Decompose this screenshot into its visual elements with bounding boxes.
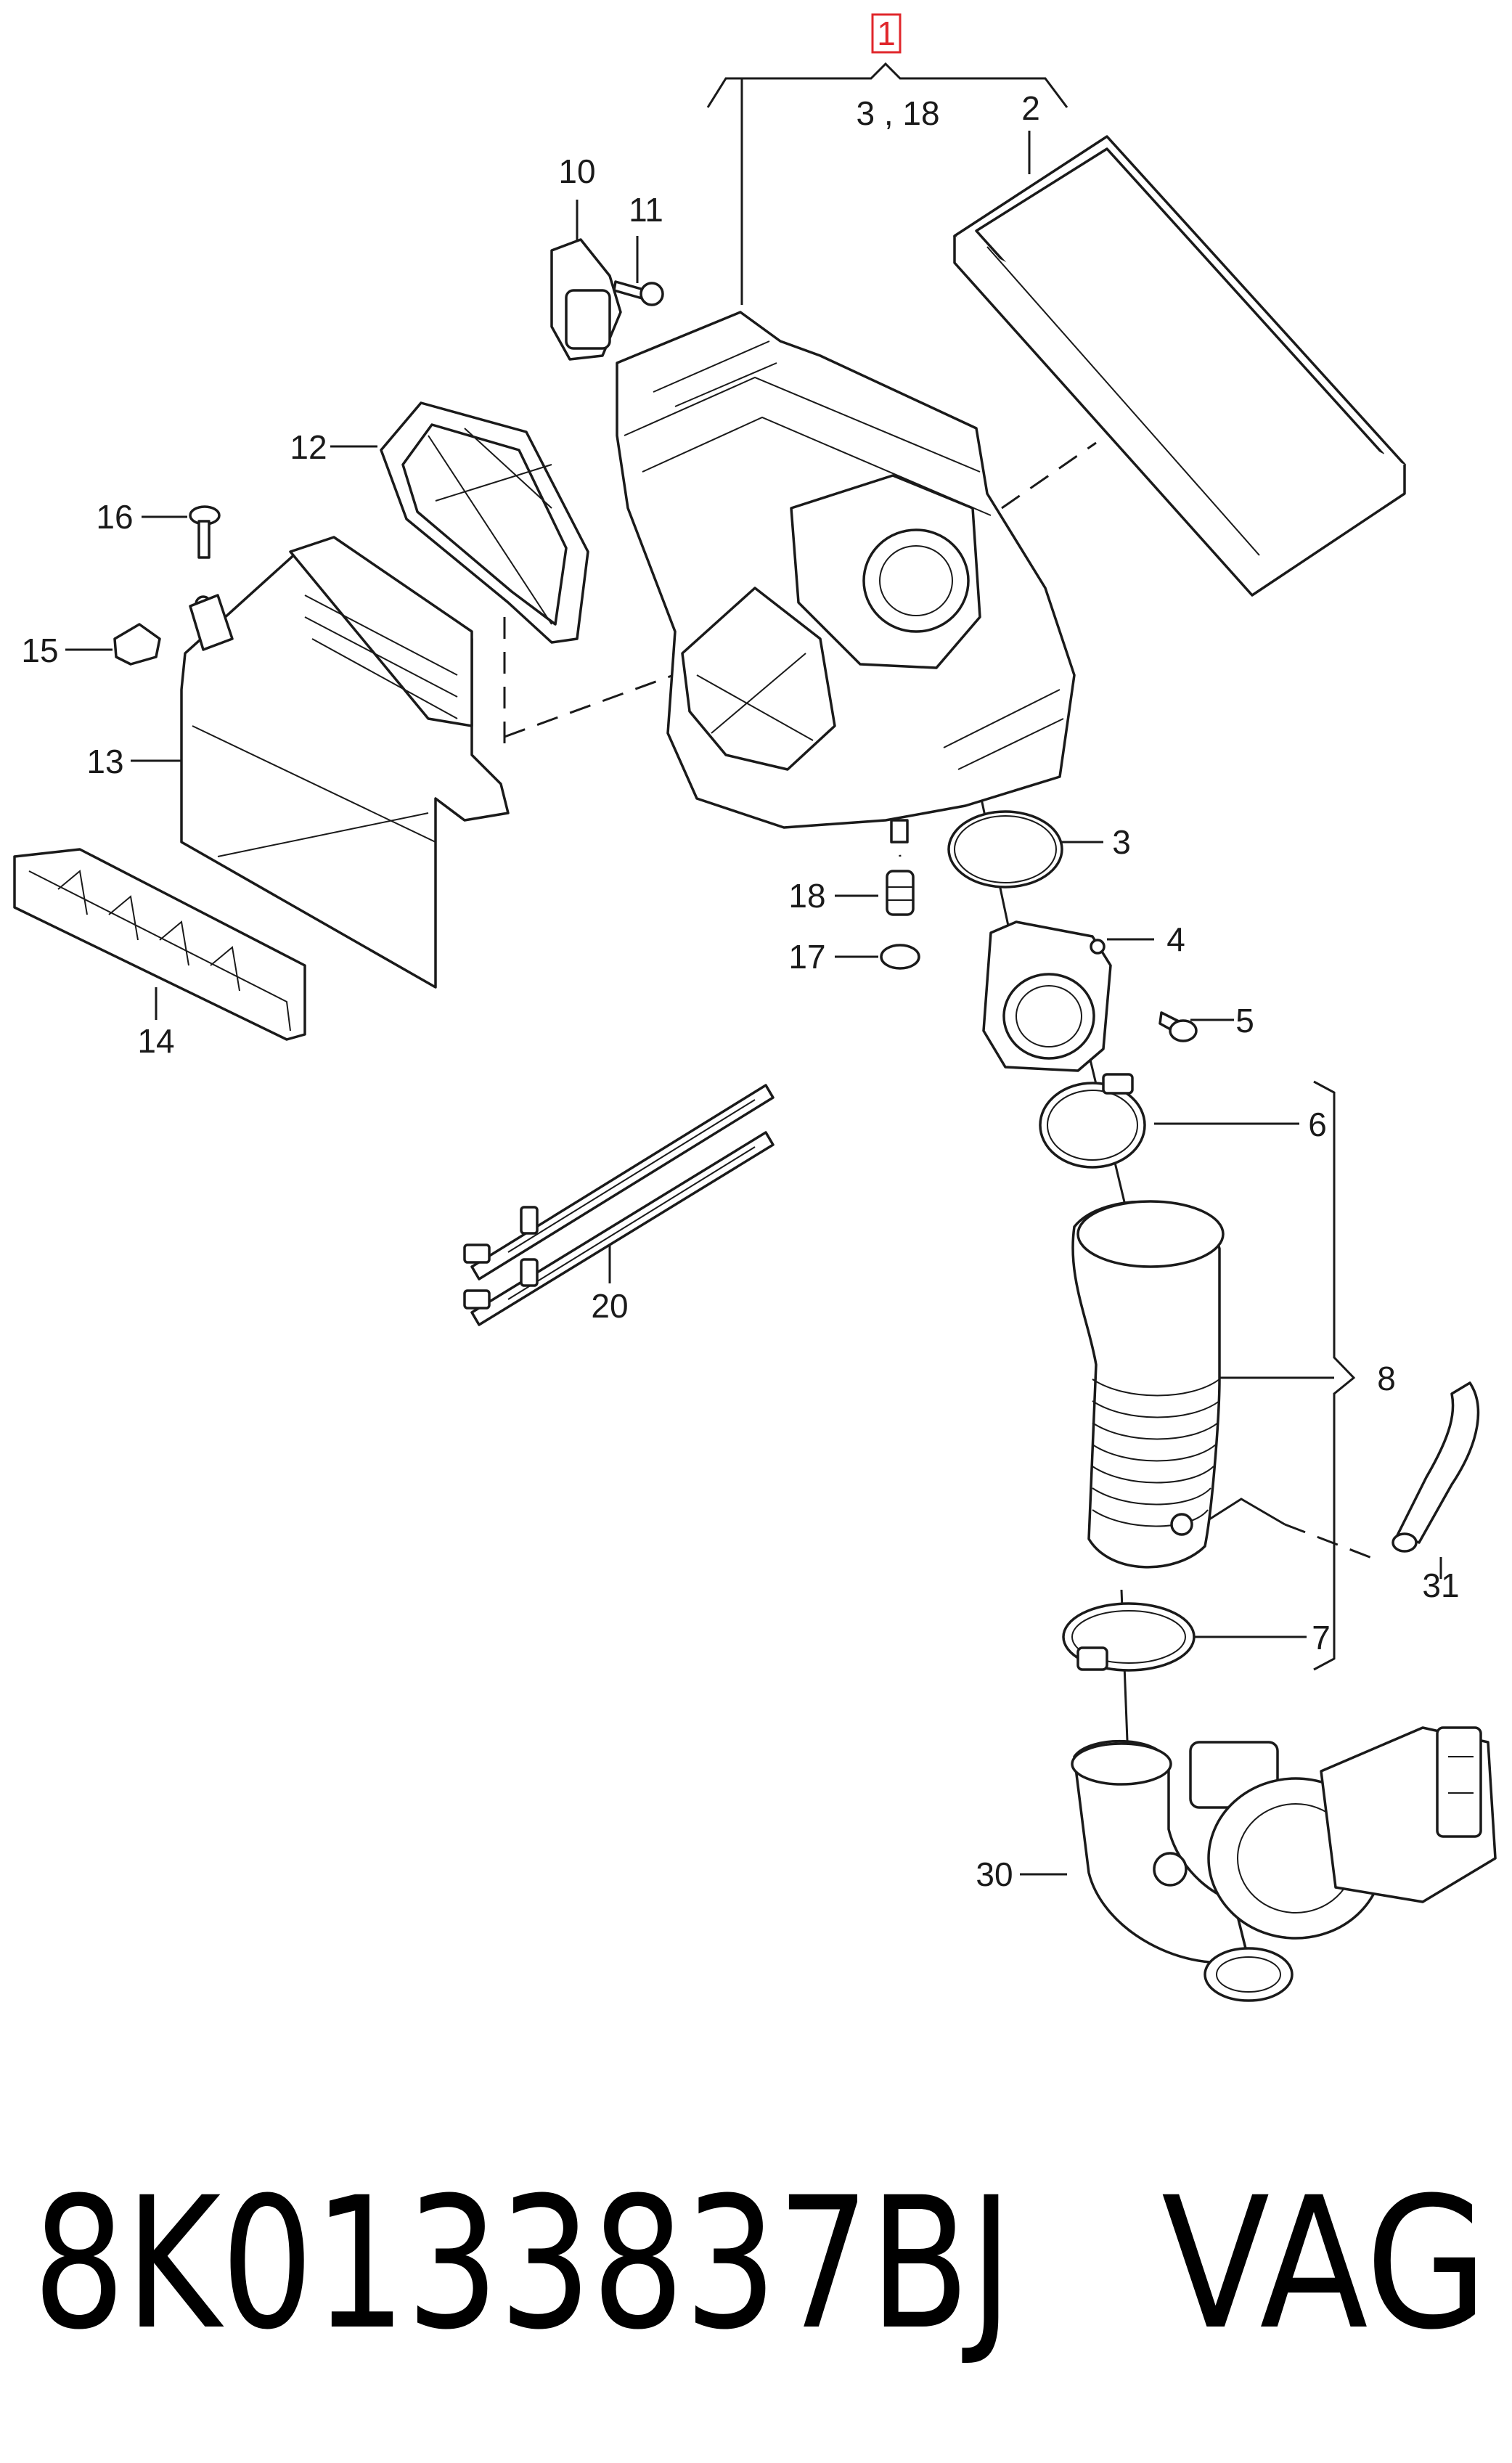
clip-15 (113, 623, 161, 666)
callout-18: 18 (788, 877, 825, 915)
callout-31: 31 (1422, 1567, 1459, 1604)
air-duct-13 (180, 536, 510, 989)
callout-10: 10 (558, 152, 595, 190)
callout-12: 12 (290, 428, 327, 466)
bracket-10 (550, 238, 622, 361)
callout-15: 15 (21, 632, 58, 669)
intake-hose-8 (1071, 1200, 1225, 1569)
callout-6: 6 (1308, 1106, 1327, 1143)
callout-3-18: 3 , 18 (856, 94, 939, 132)
callout-1-box (871, 13, 902, 54)
callout-11: 11 (629, 191, 663, 229)
callout-8: 8 (1377, 1360, 1396, 1397)
callout-16: 16 (96, 498, 133, 536)
callout-20: 20 (591, 1287, 628, 1325)
hose-clamp-7 (1062, 1602, 1196, 1672)
callout-17: 17 (788, 938, 825, 976)
callout-13: 13 (86, 743, 123, 780)
screw-5 (1158, 1011, 1198, 1042)
intake-scoop-14 (13, 848, 306, 1041)
mass-airflow-housing-4 (982, 920, 1112, 1072)
callout-5: 5 (1235, 1002, 1254, 1039)
air-filter-element (953, 135, 1406, 597)
nut-17 (880, 944, 920, 970)
callout-2: 2 (1021, 89, 1040, 127)
brand-name: VAG (1161, 2158, 1488, 2369)
callout-1: 1 (877, 15, 896, 52)
vent-hose-31 (1392, 1381, 1480, 1553)
hose-clamp-6 (1039, 1073, 1146, 1169)
intake-grille-12 (380, 401, 589, 644)
cable-ties-20 (463, 1084, 775, 1326)
callout-30: 30 (976, 1855, 1013, 1893)
screw-16 (189, 505, 221, 559)
callout-labels: 1 3 , 18 2 10 11 12 16 15 13 14 3 18 17 … (21, 13, 1460, 1893)
part-number: 8K0133837BJ (33, 2158, 1013, 2369)
grommet-18 (886, 870, 915, 916)
callout-7: 7 (1312, 1619, 1331, 1657)
callout-4: 4 (1166, 920, 1185, 958)
bolt-11 (613, 280, 664, 306)
callout-14: 14 (137, 1022, 174, 1060)
turbocharger-30 (1071, 1726, 1497, 2002)
callout-3: 3 (1112, 823, 1131, 861)
air-filter-housing (616, 311, 1076, 844)
seal-ring-3 (947, 810, 1063, 889)
